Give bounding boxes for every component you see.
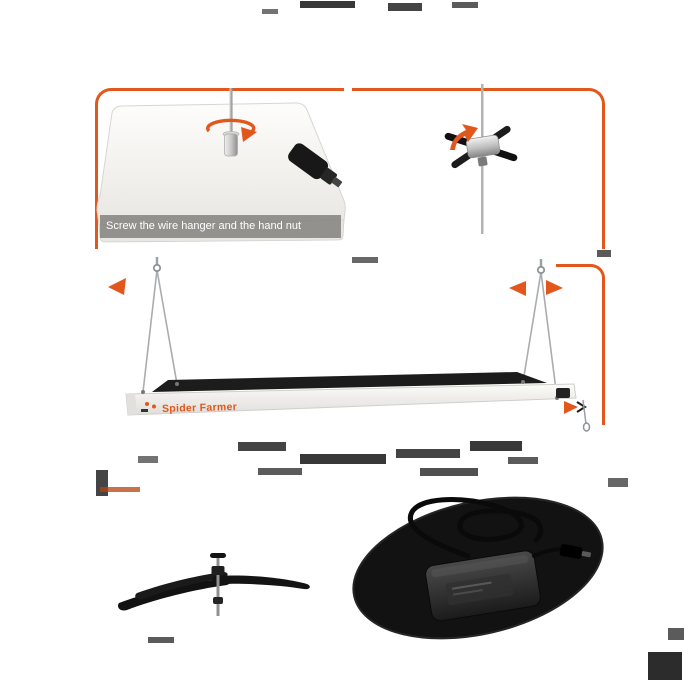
right-end-hanger-wire	[582, 399, 587, 425]
indicator-dot-1	[145, 402, 149, 406]
daisy-chain-arrow-icon	[564, 401, 578, 414]
light-bar-left-cap	[126, 393, 137, 415]
noise-artifact	[138, 456, 158, 463]
right-end-hanger-loop	[582, 422, 591, 432]
noise-artifact	[470, 441, 522, 451]
port-mark	[141, 409, 148, 412]
left-adjust-arrow-icon	[108, 278, 126, 295]
noise-artifact	[668, 628, 684, 640]
ratchet-nut	[213, 597, 223, 604]
hanging-cables	[142, 269, 558, 399]
adapter-cable	[407, 497, 544, 559]
noise-artifact	[300, 1, 355, 8]
step1-caption: Screw the wire hanger and the hand nut	[100, 215, 341, 238]
noise-artifact	[258, 468, 302, 475]
noise-artifact	[96, 470, 108, 496]
left-hook-icon	[152, 263, 162, 273]
ratchet-buckle	[211, 566, 225, 575]
cable-anchor-1	[141, 390, 145, 394]
noise-artifact	[388, 3, 422, 11]
rotation-arrow-icon	[206, 118, 256, 136]
ratchet-hangers	[117, 553, 310, 616]
ratchet-strap-right	[212, 575, 310, 590]
cable-anchor-3	[521, 380, 525, 384]
power-adapter	[352, 496, 604, 640]
tighten-arrow-icon	[450, 124, 478, 150]
left-hook-stem	[155, 257, 159, 265]
noise-artifact	[452, 2, 478, 8]
indicator-dot-2	[152, 404, 156, 409]
adapter-brick	[425, 550, 541, 622]
ratchet-strap-lower-left	[117, 578, 232, 611]
hanging-assembly	[108, 257, 591, 432]
daisy-chain-arrow-tip	[576, 401, 587, 413]
step1-frame	[95, 88, 344, 249]
hand-nut-body	[465, 134, 501, 159]
cable-anchor-2	[175, 382, 179, 386]
noise-artifact	[100, 487, 140, 492]
adapter-plug	[559, 544, 592, 559]
ratchet-strap-upper-left	[135, 572, 228, 600]
right-hook-stem	[539, 259, 543, 267]
ratchet-pin-cap	[210, 553, 226, 558]
noise-artifact	[300, 454, 386, 464]
step2-panel	[444, 84, 518, 234]
hand-nut-collar	[477, 156, 488, 167]
right-adjust-arrow-left-icon	[509, 281, 526, 296]
brand-logo: Spider Farmer	[161, 401, 238, 415]
noise-artifact	[508, 457, 538, 464]
right-adjust-arrow-right-icon	[546, 280, 563, 295]
daisy-chain-port	[556, 388, 570, 398]
noise-artifact	[597, 250, 611, 257]
rotation-arrowhead-icon	[241, 127, 257, 142]
light-strip-back-edge	[152, 372, 547, 392]
noise-artifact	[262, 9, 278, 14]
hand-screw-body	[224, 133, 238, 157]
noise-artifact	[396, 449, 460, 458]
noise-artifact	[148, 637, 174, 643]
step2-frame	[352, 88, 605, 249]
noise-artifact	[420, 468, 478, 476]
noise-artifact	[352, 257, 378, 263]
right-hook-icon	[536, 265, 546, 275]
noise-artifact	[648, 652, 682, 680]
power-connector	[288, 143, 343, 188]
ratchet-pin	[216, 556, 220, 616]
noise-artifact	[238, 442, 286, 451]
noise-artifact	[608, 478, 628, 487]
step3-frame	[556, 264, 605, 425]
